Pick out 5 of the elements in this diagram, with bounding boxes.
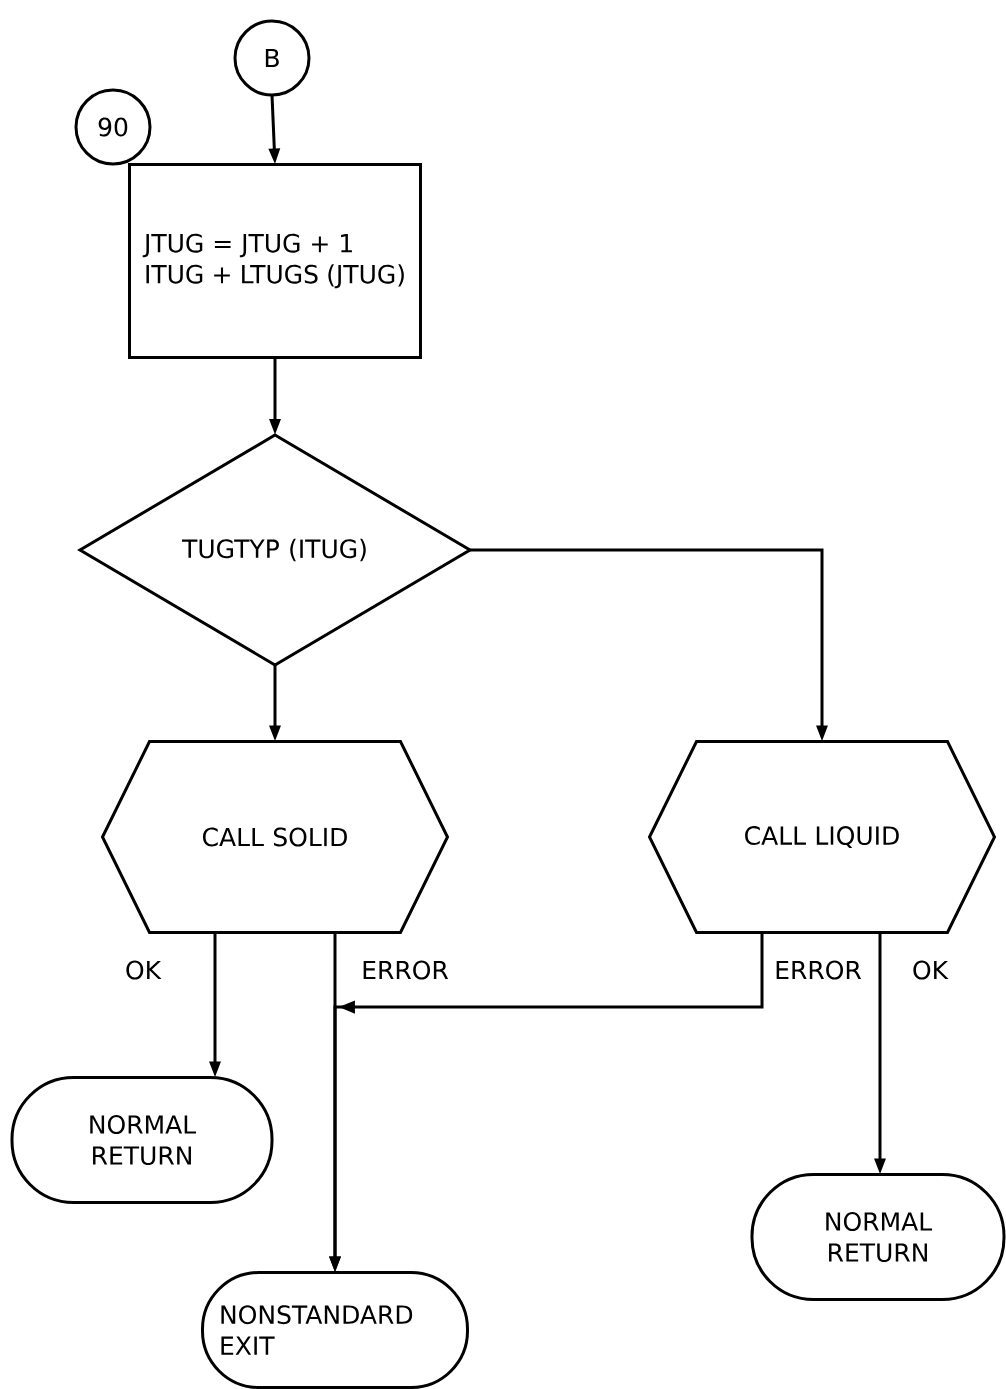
edge-label: ERROR: [772, 958, 864, 982]
edge-label: OK: [909, 958, 951, 982]
process-box: JTUG = JTUG + 1 ITUG + LTUGS (JTUG): [128, 163, 422, 359]
edge-label: OK: [122, 958, 164, 982]
edge-label: ERROR: [359, 958, 451, 982]
